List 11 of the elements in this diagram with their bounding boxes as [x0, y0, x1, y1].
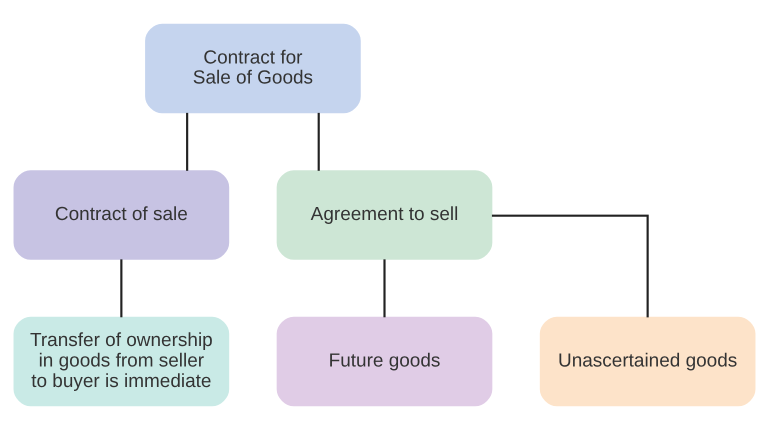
node-box: Unascertained goods [540, 316, 756, 406]
connector [186, 112, 188, 171]
node-box: Transfer of ownership in goods from seller to buyer is immediate [14, 316, 230, 406]
connector [318, 112, 320, 171]
node-box: Contract for Sale of Goods [145, 24, 361, 114]
node-box: Future goods [276, 316, 492, 406]
node-box: Contract of sale [14, 170, 230, 260]
node-box: Agreement to sell [276, 170, 492, 260]
connector [492, 214, 649, 318]
connector [120, 259, 122, 318]
connector [383, 259, 386, 318]
